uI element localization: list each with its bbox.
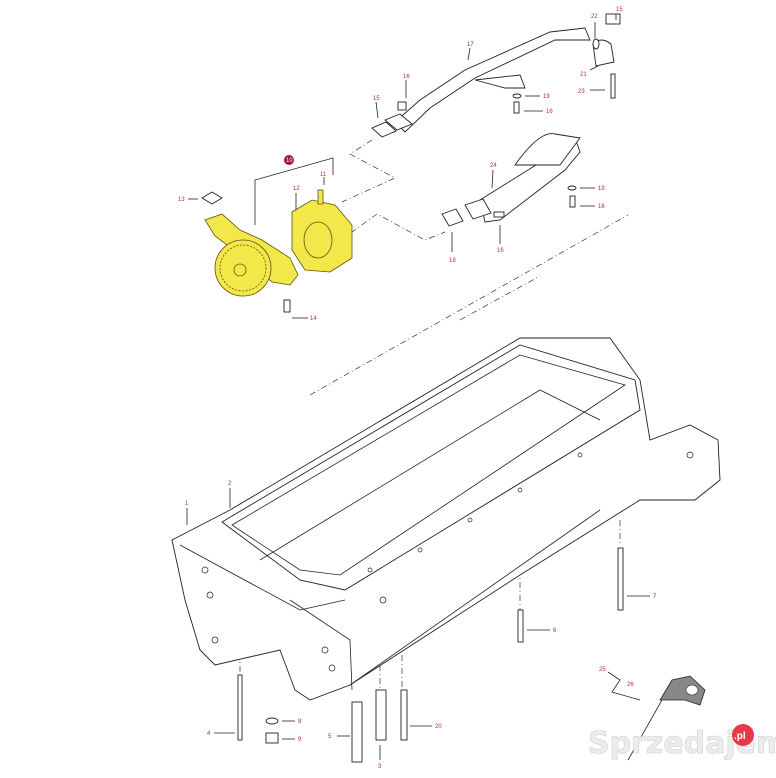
callout: 16 bbox=[598, 204, 605, 210]
callout-assembly: 10 bbox=[286, 158, 293, 164]
callout: 4 bbox=[207, 731, 211, 737]
callout: 16 bbox=[546, 109, 553, 115]
callout: 21 bbox=[580, 72, 587, 78]
assembly-badge bbox=[284, 155, 294, 165]
bolt-7 bbox=[617, 547, 624, 611]
dipstick-26 bbox=[627, 675, 706, 761]
callout: 22 bbox=[591, 14, 598, 20]
callouts: 15 22 17 16 15 19 16 21 23 10 11 12 13 2… bbox=[178, 7, 657, 770]
oil-pan-1 bbox=[171, 337, 721, 701]
bolt-16d bbox=[569, 195, 576, 208]
callout: 24 bbox=[490, 163, 497, 169]
gasket-18 bbox=[441, 208, 464, 227]
bolt-11 bbox=[317, 189, 324, 205]
callout: 20 bbox=[435, 724, 442, 730]
callout: 8 bbox=[298, 719, 302, 725]
callout: 12 bbox=[293, 186, 300, 192]
callout: 2 bbox=[228, 481, 232, 487]
watermark-badge-text: .pl bbox=[734, 731, 746, 742]
callout: 3 bbox=[378, 764, 382, 770]
oil-pipe-17 bbox=[371, 13, 621, 138]
bolt-16 bbox=[397, 101, 407, 111]
flange-gasket-15 bbox=[384, 113, 413, 131]
washer-19 bbox=[512, 93, 522, 99]
shim-13 bbox=[201, 191, 223, 205]
callout: 14 bbox=[310, 316, 317, 322]
stud-5 bbox=[351, 701, 363, 763]
callout: 7 bbox=[653, 594, 657, 600]
gasket-15 bbox=[371, 121, 397, 138]
o-ring-22 bbox=[592, 38, 600, 50]
callout: 18 bbox=[449, 258, 456, 264]
callout: 1 bbox=[185, 501, 189, 507]
flange-24 bbox=[464, 198, 492, 220]
bolt-23 bbox=[610, 73, 616, 99]
leader-lines bbox=[186, 14, 650, 760]
callout: 11 bbox=[320, 172, 327, 178]
callout: 6 bbox=[553, 628, 557, 634]
washer-8 bbox=[265, 717, 279, 725]
gasket-15-top bbox=[605, 13, 621, 25]
callout: 15 bbox=[616, 7, 623, 13]
watermark-badge bbox=[732, 724, 754, 746]
nut-9 bbox=[265, 732, 279, 744]
bolt-16c bbox=[493, 211, 505, 218]
bolt-14 bbox=[283, 299, 291, 313]
callout: 23 bbox=[578, 89, 585, 95]
callout: 16 bbox=[497, 248, 504, 254]
callout: 16 bbox=[403, 74, 410, 80]
bolt-4 bbox=[237, 674, 243, 741]
callout: 9 bbox=[298, 737, 302, 743]
oil-pipe-24 bbox=[441, 133, 581, 227]
watermark: Sprzedajemy .pl bbox=[588, 724, 776, 761]
callout: 26 bbox=[627, 682, 634, 688]
callout: 13 bbox=[178, 197, 185, 203]
callout: 19 bbox=[543, 94, 550, 100]
washer-19b bbox=[567, 185, 577, 191]
bolt-3 bbox=[375, 689, 387, 741]
oil-pump-assembly-10 bbox=[201, 189, 353, 313]
bolt-6 bbox=[517, 609, 524, 643]
callout: 15 bbox=[373, 96, 380, 102]
callout: 5 bbox=[328, 734, 332, 740]
bolt-16b bbox=[513, 101, 520, 114]
callout: 19 bbox=[598, 186, 605, 192]
gasket-2 bbox=[221, 344, 641, 591]
callout: 17 bbox=[467, 42, 474, 48]
callout: 25 bbox=[599, 667, 606, 673]
fasteners bbox=[237, 547, 624, 763]
bolt-20 bbox=[400, 689, 408, 741]
